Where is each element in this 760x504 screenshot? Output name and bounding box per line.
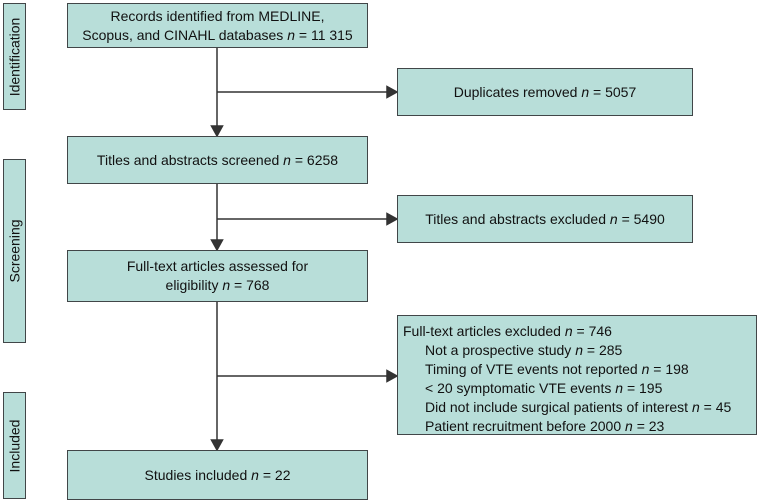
fulltext-excluded-count: = 746 bbox=[576, 323, 612, 339]
exclusion-reason: < 20 symptomatic VTE events n = 195 bbox=[403, 379, 662, 398]
exclusion-reason-text: < 20 symptomatic VTE events bbox=[425, 380, 616, 396]
box-titles-excluded: Titles and abstracts excluded n = 5490 bbox=[397, 195, 693, 243]
box-fulltext-assessed: Full-text articles assessed for eligibil… bbox=[67, 250, 368, 302]
titles-excluded-text: Titles and abstracts excluded bbox=[425, 210, 610, 227]
n-symbol: n bbox=[251, 466, 259, 483]
n-symbol: n bbox=[222, 277, 231, 293]
exclusion-reason-text: Not a prospective study bbox=[425, 342, 576, 358]
exclusion-reason-count: = 45 bbox=[703, 399, 732, 415]
stage-label-identification-text: Identification bbox=[6, 17, 23, 96]
box-duplicates-removed: Duplicates removed n = 5057 bbox=[397, 68, 693, 116]
arrowhead-fulltext-to-included bbox=[210, 439, 224, 452]
box-fulltext-excluded: Full-text articles excluded n = 746 Not … bbox=[397, 315, 757, 435]
box-records-identified: Records identified from MEDLINE, Scopus,… bbox=[67, 3, 368, 48]
studies-included-line: Studies included n = 22 bbox=[145, 466, 291, 485]
duplicates-count: = 5057 bbox=[593, 83, 637, 100]
box-studies-included: Studies included n = 22 bbox=[67, 450, 368, 500]
exclusion-reason: Did not include surgical patients of int… bbox=[403, 398, 731, 417]
n-symbol: n bbox=[641, 361, 650, 377]
n-symbol: n bbox=[609, 210, 618, 227]
screened-text: Titles and abstracts screened bbox=[96, 151, 284, 168]
duplicates-line: Duplicates removed n = 5057 bbox=[454, 83, 637, 102]
n-symbol: n bbox=[625, 418, 633, 434]
duplicates-text: Duplicates removed bbox=[453, 83, 582, 100]
studies-included-text: Studies included bbox=[144, 466, 252, 483]
fulltext-count: = 768 bbox=[234, 277, 270, 293]
box-titles-screened: Titles and abstracts screened n = 6258 bbox=[67, 136, 368, 184]
screened-count: = 6258 bbox=[294, 151, 339, 168]
titles-excluded-count: = 5490 bbox=[621, 210, 665, 227]
records-line-1-text: Records identified from MEDLINE, bbox=[110, 7, 325, 24]
records-line-2-text: Scopus, and CINAHL databases bbox=[82, 26, 288, 43]
n-symbol: n bbox=[575, 342, 583, 358]
stage-label-included: Included bbox=[3, 392, 26, 499]
stage-label-identification: Identification bbox=[3, 3, 26, 110]
arrowhead-to-fulltext-excluded bbox=[386, 369, 399, 383]
exclusion-reason-text: Patient recruitment before 2000 bbox=[425, 418, 626, 434]
n-symbol: n bbox=[564, 323, 573, 339]
records-count: = 11 315 bbox=[298, 26, 353, 43]
exclusion-reason-count: = 23 bbox=[636, 418, 665, 434]
fulltext-line-1: Full-text articles assessed for bbox=[127, 257, 308, 276]
stage-label-screening-text: Screening bbox=[6, 219, 23, 283]
stage-label-screening: Screening bbox=[3, 159, 26, 343]
titles-excluded-line: Titles and abstracts excluded n = 5490 bbox=[425, 210, 665, 229]
n-symbol: n bbox=[691, 399, 700, 415]
exclusion-reason-count: = 285 bbox=[586, 342, 623, 358]
exclusion-reason: Not a prospective study n = 285 bbox=[403, 341, 622, 360]
arrowhead-records-to-screened bbox=[210, 125, 224, 138]
exclusion-reason-count: = 198 bbox=[653, 361, 689, 377]
n-symbol: n bbox=[287, 26, 295, 43]
arrowhead-screened-to-fulltext bbox=[210, 239, 224, 252]
exclusion-reason-count: = 195 bbox=[626, 380, 663, 396]
records-line-2: Scopus, and CINAHL databases n = 11 315 bbox=[82, 26, 352, 45]
exclusion-reason-text: Did not include surgical patients of int… bbox=[425, 399, 692, 415]
fulltext-excluded-header: Full-text articles excluded n = 746 bbox=[403, 322, 612, 341]
exclusion-reason-text: Timing of VTE events not reported bbox=[425, 361, 642, 377]
arrowhead-to-titles-excluded bbox=[386, 212, 399, 226]
screened-line: Titles and abstracts screened n = 6258 bbox=[97, 151, 338, 170]
fulltext-line-2: eligibility n = 768 bbox=[166, 276, 270, 295]
stage-label-included-text: Included bbox=[6, 419, 23, 472]
studies-included-count: = 22 bbox=[262, 466, 291, 483]
records-line-1: Records identified from MEDLINE, bbox=[111, 7, 325, 26]
n-symbol: n bbox=[283, 151, 291, 168]
exclusion-reason: Patient recruitment before 2000 n = 23 bbox=[403, 417, 664, 436]
n-symbol: n bbox=[615, 380, 624, 396]
n-symbol: n bbox=[581, 83, 590, 100]
fulltext-line-2-text: eligibility bbox=[165, 277, 223, 293]
arrowhead-to-duplicates bbox=[386, 85, 399, 99]
exclusion-reason: Timing of VTE events not reported n = 19… bbox=[403, 360, 689, 379]
fulltext-excluded-header-text: Full-text articles excluded bbox=[403, 323, 565, 339]
fulltext-line-1-text: Full-text articles assessed for bbox=[126, 258, 309, 274]
